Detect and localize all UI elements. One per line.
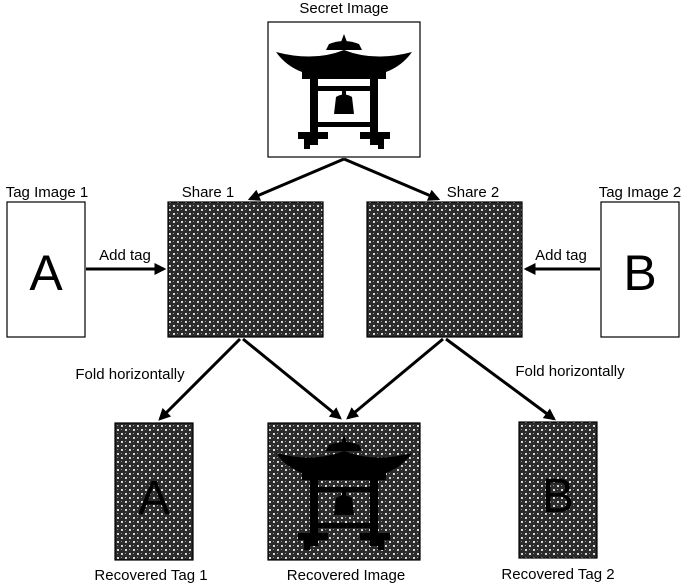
tag-2-letter: B xyxy=(623,245,656,301)
recovered-tag-2-label: Recovered Tag 2 xyxy=(501,566,614,583)
recovered-tag-2: B xyxy=(518,421,598,559)
secret-to-share-2-arrow xyxy=(343,157,441,201)
add-tag-2-label: Add tag xyxy=(535,247,587,264)
share-2-to-recovered-tag-2-arrow xyxy=(445,337,556,421)
share-2-to-recovered-image-arrow xyxy=(346,337,444,420)
fold-right-label: Fold horizontally xyxy=(515,363,625,380)
fold-left-label: Fold horizontally xyxy=(75,366,185,383)
share-1-to-recovered-image-arrow xyxy=(242,337,342,420)
secret-to-share-1-arrow xyxy=(247,157,345,201)
recovered-tag-1: A xyxy=(114,422,194,561)
secret-image xyxy=(267,21,421,158)
share-1-label: Share 1 xyxy=(182,184,235,201)
share-1-to-recovered-tag-1-arrow xyxy=(158,337,242,421)
recovered-tag-2-letter: B xyxy=(542,470,574,523)
share-2-image xyxy=(366,201,523,338)
recovered-image-label: Recovered Image xyxy=(287,567,405,584)
tag-image-2: B xyxy=(600,201,680,338)
secret-image-label: Secret Image xyxy=(299,0,388,17)
add-tag-1-label: Add tag xyxy=(99,247,151,264)
tag-image-2-label: Tag Image 2 xyxy=(599,184,682,201)
recovered-tag-1-letter: A xyxy=(138,472,170,525)
tag-image-1: A xyxy=(6,201,86,338)
tag-1-letter: A xyxy=(29,245,63,301)
share-2-label: Share 2 xyxy=(447,184,500,201)
recovered-tag-1-label: Recovered Tag 1 xyxy=(94,567,207,584)
share-1-image xyxy=(167,201,324,338)
tag-image-1-label: Tag Image 1 xyxy=(6,184,89,201)
recovered-image xyxy=(267,422,421,561)
